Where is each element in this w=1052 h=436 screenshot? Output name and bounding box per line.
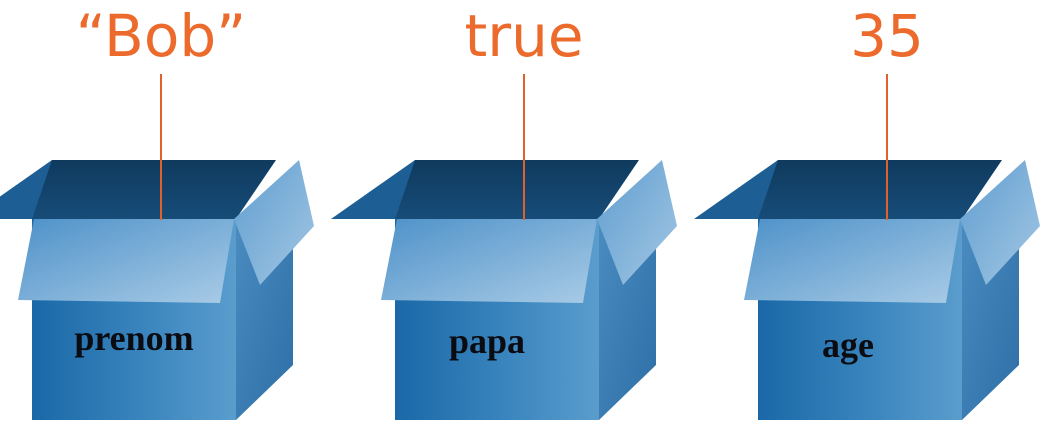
variable-box-prenom: “Bob” prenom xyxy=(0,2,314,420)
variable-value-age: 35 xyxy=(850,2,924,70)
box-icon xyxy=(331,160,677,420)
variable-value-prenom: “Bob” xyxy=(76,2,246,70)
variable-value-papa: true xyxy=(464,2,583,70)
variable-box-papa: true papa xyxy=(331,2,677,420)
variable-name-prenom: prenom xyxy=(74,318,193,358)
variable-name-papa: papa xyxy=(449,321,525,361)
box-icon xyxy=(694,160,1040,420)
variable-name-age: age xyxy=(822,325,874,365)
variable-box-age: 35 age xyxy=(694,2,1040,420)
box-icon xyxy=(0,160,314,420)
